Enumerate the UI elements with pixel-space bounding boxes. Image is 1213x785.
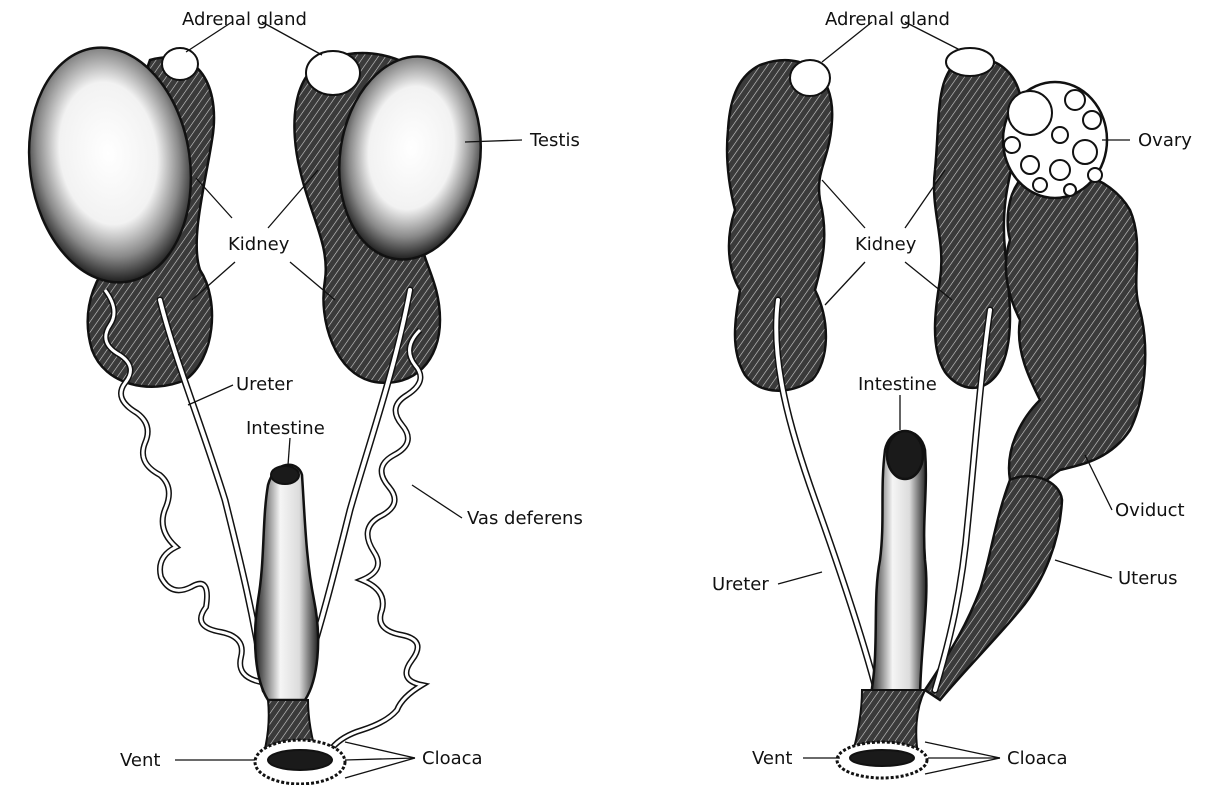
female-ovary	[1003, 82, 1107, 198]
male-ureter-label: Ureter	[236, 374, 293, 395]
male-right-adrenal-gland	[306, 51, 360, 95]
female-adrenal-gland-label: Adrenal gland	[825, 9, 950, 30]
female-uterus	[925, 476, 1062, 700]
female-ovary-label: Ovary	[1138, 130, 1192, 151]
male-cloaca-label: Cloaca	[422, 748, 483, 769]
male-vas-deferens-label: Vas deferens	[467, 508, 583, 529]
female-diagram: Adrenal gland Ovary Kidney Intestine Ovi…	[712, 9, 1192, 778]
female-left-adrenal-gland	[790, 60, 830, 96]
male-intestine-opening	[271, 466, 299, 484]
female-intestine-label: Intestine	[858, 374, 937, 395]
male-intestine	[255, 465, 318, 700]
male-kidney-label: Kidney	[228, 234, 290, 255]
female-vent	[850, 750, 914, 766]
male-vent	[268, 750, 332, 770]
female-vent-label: Vent	[752, 748, 792, 769]
female-cloaca-label: Cloaca	[1007, 748, 1068, 769]
male-vent-label: Vent	[120, 750, 160, 771]
male-testis-label: Testis	[529, 130, 580, 151]
female-right-adrenal-gland	[946, 48, 994, 76]
female-oviduct-label: Oviduct	[1115, 500, 1185, 521]
female-intestine-opening	[887, 431, 923, 479]
male-adrenal-gland-label: Adrenal gland	[182, 9, 307, 30]
female-ureter-label: Ureter	[712, 574, 769, 595]
male-diagram: Adrenal gland Testis Kidney Ureter Intes…	[14, 9, 582, 784]
female-kidney-label: Kidney	[855, 234, 917, 255]
female-oviduct	[1006, 171, 1145, 500]
male-left-adrenal-gland	[162, 48, 198, 80]
male-intestine-label: Intestine	[246, 418, 325, 439]
female-uterus-label: Uterus	[1118, 568, 1178, 589]
